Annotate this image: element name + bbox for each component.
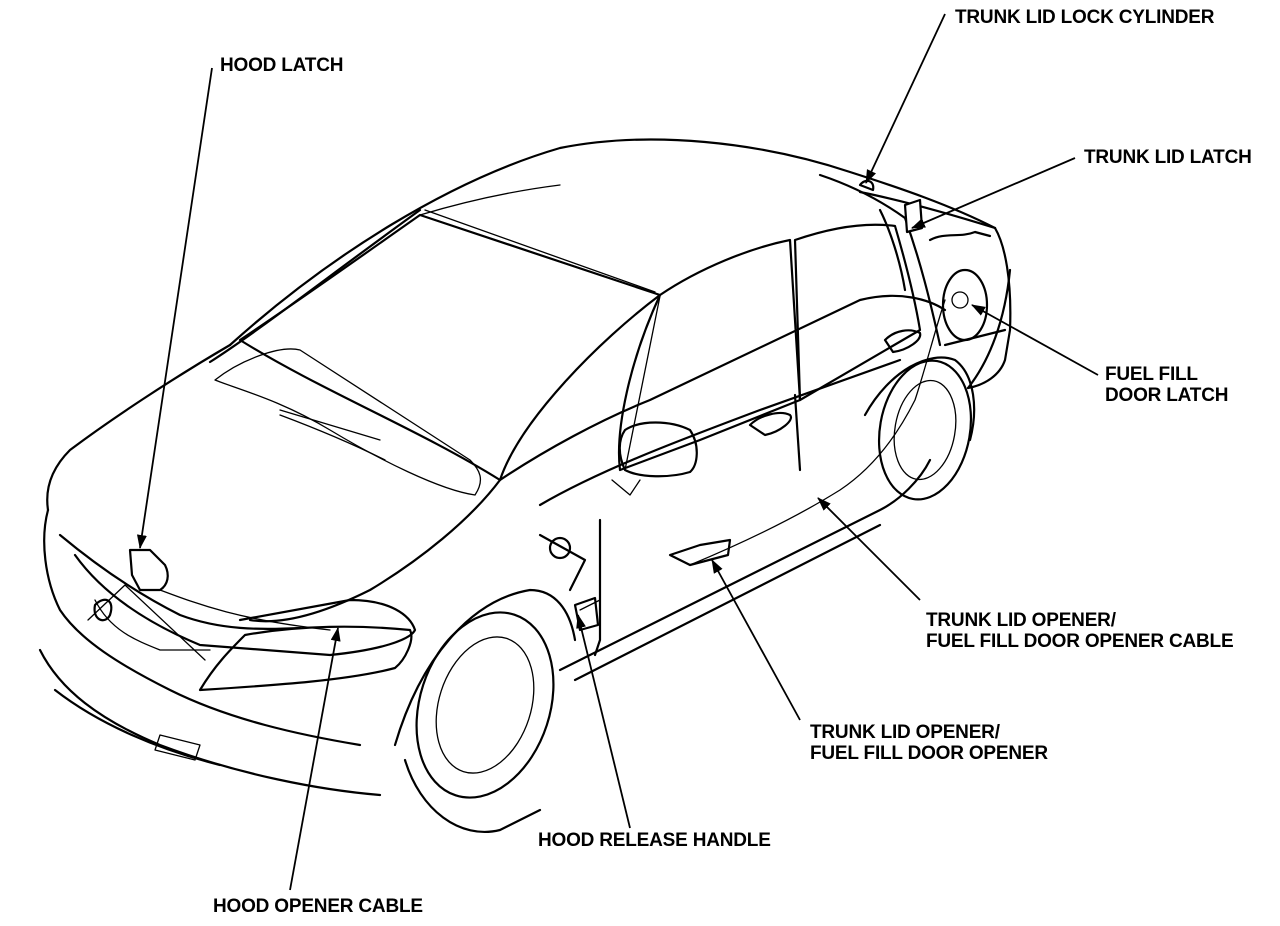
label-trunk-opener: TRUNK LID OPENER/ FUEL FILL DOOR OPENER — [810, 722, 1048, 764]
leader-lines — [136, 13, 1099, 891]
leader-trunk-lid-latch — [911, 157, 1076, 229]
label-trunk-opener-cable: TRUNK LID OPENER/ FUEL FILL DOOR OPENER … — [926, 610, 1234, 652]
label-trunk-lid-lock-cylinder: TRUNK LID LOCK CYLINDER — [955, 7, 1215, 28]
leader-trunk-opener-cable — [817, 497, 921, 601]
sedan-body-outline — [38, 138, 1012, 833]
leader-trunk-lid-lock-cylinder — [865, 13, 946, 184]
label-hood-opener-cable: HOOD OPENER CABLE — [213, 896, 423, 917]
label-hood-release-handle: HOOD RELEASE HANDLE — [538, 830, 771, 851]
leader-hood-latch — [136, 67, 213, 549]
label-fuel-fill-door-latch: FUEL FILL DOOR LATCH — [1105, 364, 1229, 406]
leader-fuel-fill-door-latch — [971, 304, 1099, 376]
leader-hood-opener-cable — [289, 627, 341, 891]
leader-trunk-opener — [711, 559, 801, 721]
label-hood-latch: HOOD LATCH — [220, 55, 344, 76]
label-trunk-lid-latch: TRUNK LID LATCH — [1084, 147, 1252, 168]
leader-hood-release-handle — [576, 614, 631, 829]
